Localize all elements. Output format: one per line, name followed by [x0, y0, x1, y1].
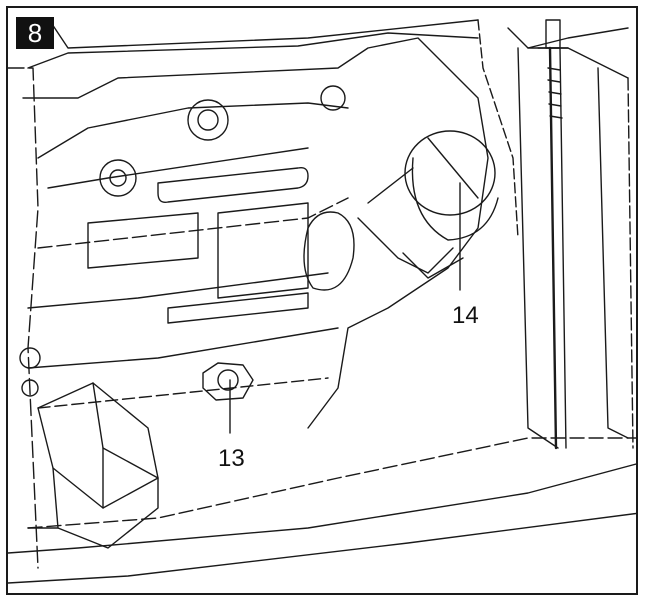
callout-label-13: 13	[218, 445, 245, 472]
step-number-badge: 8	[16, 17, 54, 49]
machine-line-drawing	[8, 17, 636, 584]
callout-label-14: 14	[452, 302, 479, 329]
figure-frame: 8 14 13	[6, 6, 638, 595]
